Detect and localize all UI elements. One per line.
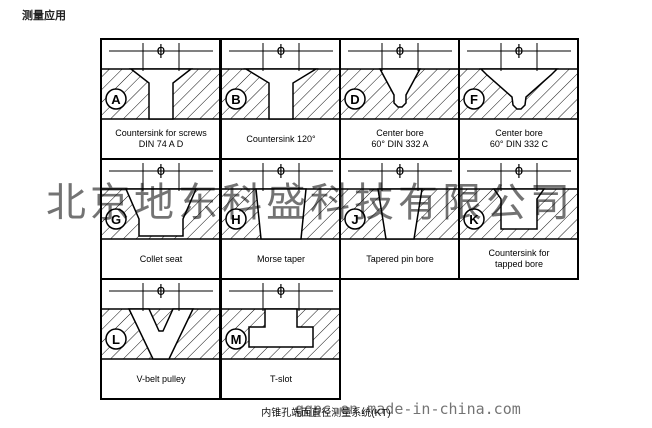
diameter-symbol: ϕ — [277, 42, 285, 59]
bore-cell-m: ϕM T-slot — [220, 278, 341, 400]
cell-letter: L — [112, 332, 120, 347]
bore-profile — [124, 188, 198, 237]
cell-label: Morse taper — [257, 254, 305, 264]
bore-profile — [479, 68, 559, 110]
cell-label: T-slot — [270, 374, 293, 384]
bore-cell-h: ϕH Morse taper — [220, 158, 341, 280]
diameter-symbol: ϕ — [396, 162, 404, 179]
bore-profile — [127, 308, 195, 360]
cell-letter: A — [111, 92, 121, 107]
cell-label: V-belt pulley — [136, 374, 186, 384]
label-circle — [105, 208, 127, 230]
cell-label: tapped bore — [495, 259, 543, 269]
label-circle — [344, 88, 366, 110]
bore-cell-b: ϕB Countersink 120° — [220, 38, 341, 160]
cell-letter: M — [231, 332, 242, 347]
diameter-symbol: ϕ — [157, 42, 165, 59]
cell-label: 60° DIN 332 A — [371, 139, 428, 149]
bore-profile — [492, 188, 546, 230]
diameter-symbol: ϕ — [157, 282, 165, 299]
cell-label: Countersink for — [488, 248, 549, 258]
label-circle — [225, 88, 247, 110]
cell-letter: K — [469, 212, 479, 227]
bore-cell-l: ϕL V-belt pulley — [100, 278, 221, 400]
label-circle — [225, 328, 247, 350]
cell-label: 60° DIN 332 C — [490, 139, 549, 149]
diameter-symbol: ϕ — [277, 162, 285, 179]
bore-profile — [255, 188, 307, 240]
cell-letter: D — [350, 92, 359, 107]
bore-profile — [128, 68, 194, 120]
cell-label: Countersink for screws — [115, 128, 207, 138]
diameter-symbol: ϕ — [396, 42, 404, 59]
label-circle — [463, 208, 485, 230]
cell-letter: J — [351, 212, 358, 227]
diameter-symbol: ϕ — [277, 282, 285, 299]
label-circle — [225, 208, 247, 230]
diameter-symbol: ϕ — [157, 162, 165, 179]
label-circle — [105, 328, 127, 350]
diameter-symbol: ϕ — [515, 162, 523, 179]
cell-letter: G — [111, 212, 121, 227]
bore-profile — [248, 308, 314, 348]
bore-cell-g: ϕG Collet seat — [100, 158, 221, 280]
cell-letter: B — [231, 92, 240, 107]
label-circle — [344, 208, 366, 230]
label-circle — [105, 88, 127, 110]
bore-cell-j: ϕJ Tapered pin bore — [339, 158, 460, 280]
cell-label: Tapered pin bore — [366, 254, 434, 264]
bore-profile — [377, 188, 423, 240]
figure-caption: 内锥孔端面直径测量系统(KT) — [261, 408, 391, 419]
label-circle — [463, 88, 485, 110]
diameter-symbol: ϕ — [515, 42, 523, 59]
cell-letter: H — [231, 212, 240, 227]
cell-label: DIN 74 A D — [139, 139, 184, 149]
watermark-url: gqpc.en.made-in-china.com — [295, 400, 521, 418]
bore-profile — [378, 68, 422, 108]
cell-label: Countersink 120° — [246, 134, 316, 144]
bore-profile — [243, 68, 319, 120]
page-title: 测量应用 — [22, 10, 66, 22]
cell-label: Center bore — [495, 128, 543, 138]
cell-label: Collet seat — [140, 254, 183, 264]
cell-label: Center bore — [376, 128, 424, 138]
cell-letter: F — [470, 92, 478, 107]
